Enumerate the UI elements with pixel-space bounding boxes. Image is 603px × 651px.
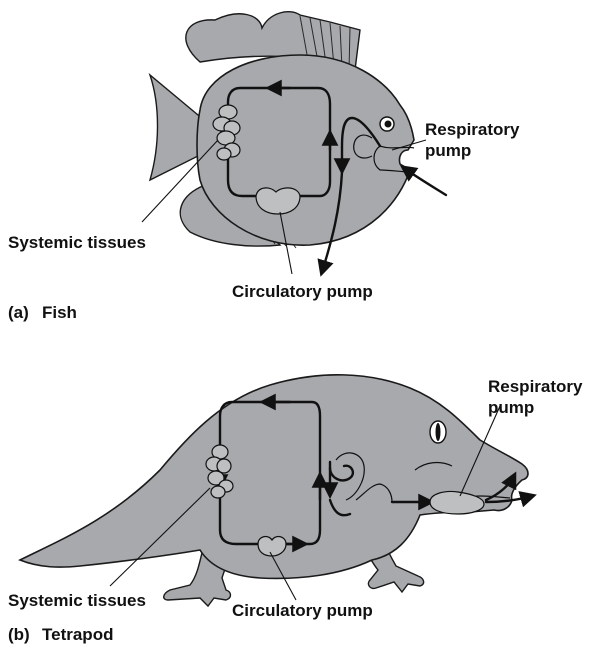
- fish-respiratory-label-1: Respiratory: [425, 120, 520, 139]
- tetrapod-eye: [430, 421, 446, 443]
- panel-a-caption-letter: (a): [8, 303, 29, 322]
- tetrapod-respiratory-label-2: pump: [488, 398, 534, 417]
- panel-b-caption-name: Tetrapod: [42, 625, 113, 644]
- tetrapod-respiratory-label-1: Respiratory: [488, 377, 583, 396]
- panel-b-caption-letter: (b): [8, 625, 30, 644]
- fish-respiratory-label-2: pump: [425, 141, 471, 160]
- fish-heart: [256, 188, 300, 214]
- tetrapod-circulatory-label: Circulatory pump: [232, 601, 373, 620]
- fish-eye: [380, 117, 394, 131]
- fish-water-inflow-arrow: [404, 168, 446, 195]
- panel-a-caption-name: Fish: [42, 303, 77, 322]
- panel-a-fish: Respiratory pump Systemic tissues Circul…: [8, 12, 520, 322]
- tetrapod-heart: [258, 537, 286, 556]
- tetrapod-systemic-label: Systemic tissues: [8, 591, 146, 610]
- fish-circulatory-label: Circulatory pump: [232, 282, 373, 301]
- fish-systemic-label: Systemic tissues: [8, 233, 146, 252]
- panel-b-tetrapod: Respiratory pump Systemic tissues Circul…: [8, 375, 583, 644]
